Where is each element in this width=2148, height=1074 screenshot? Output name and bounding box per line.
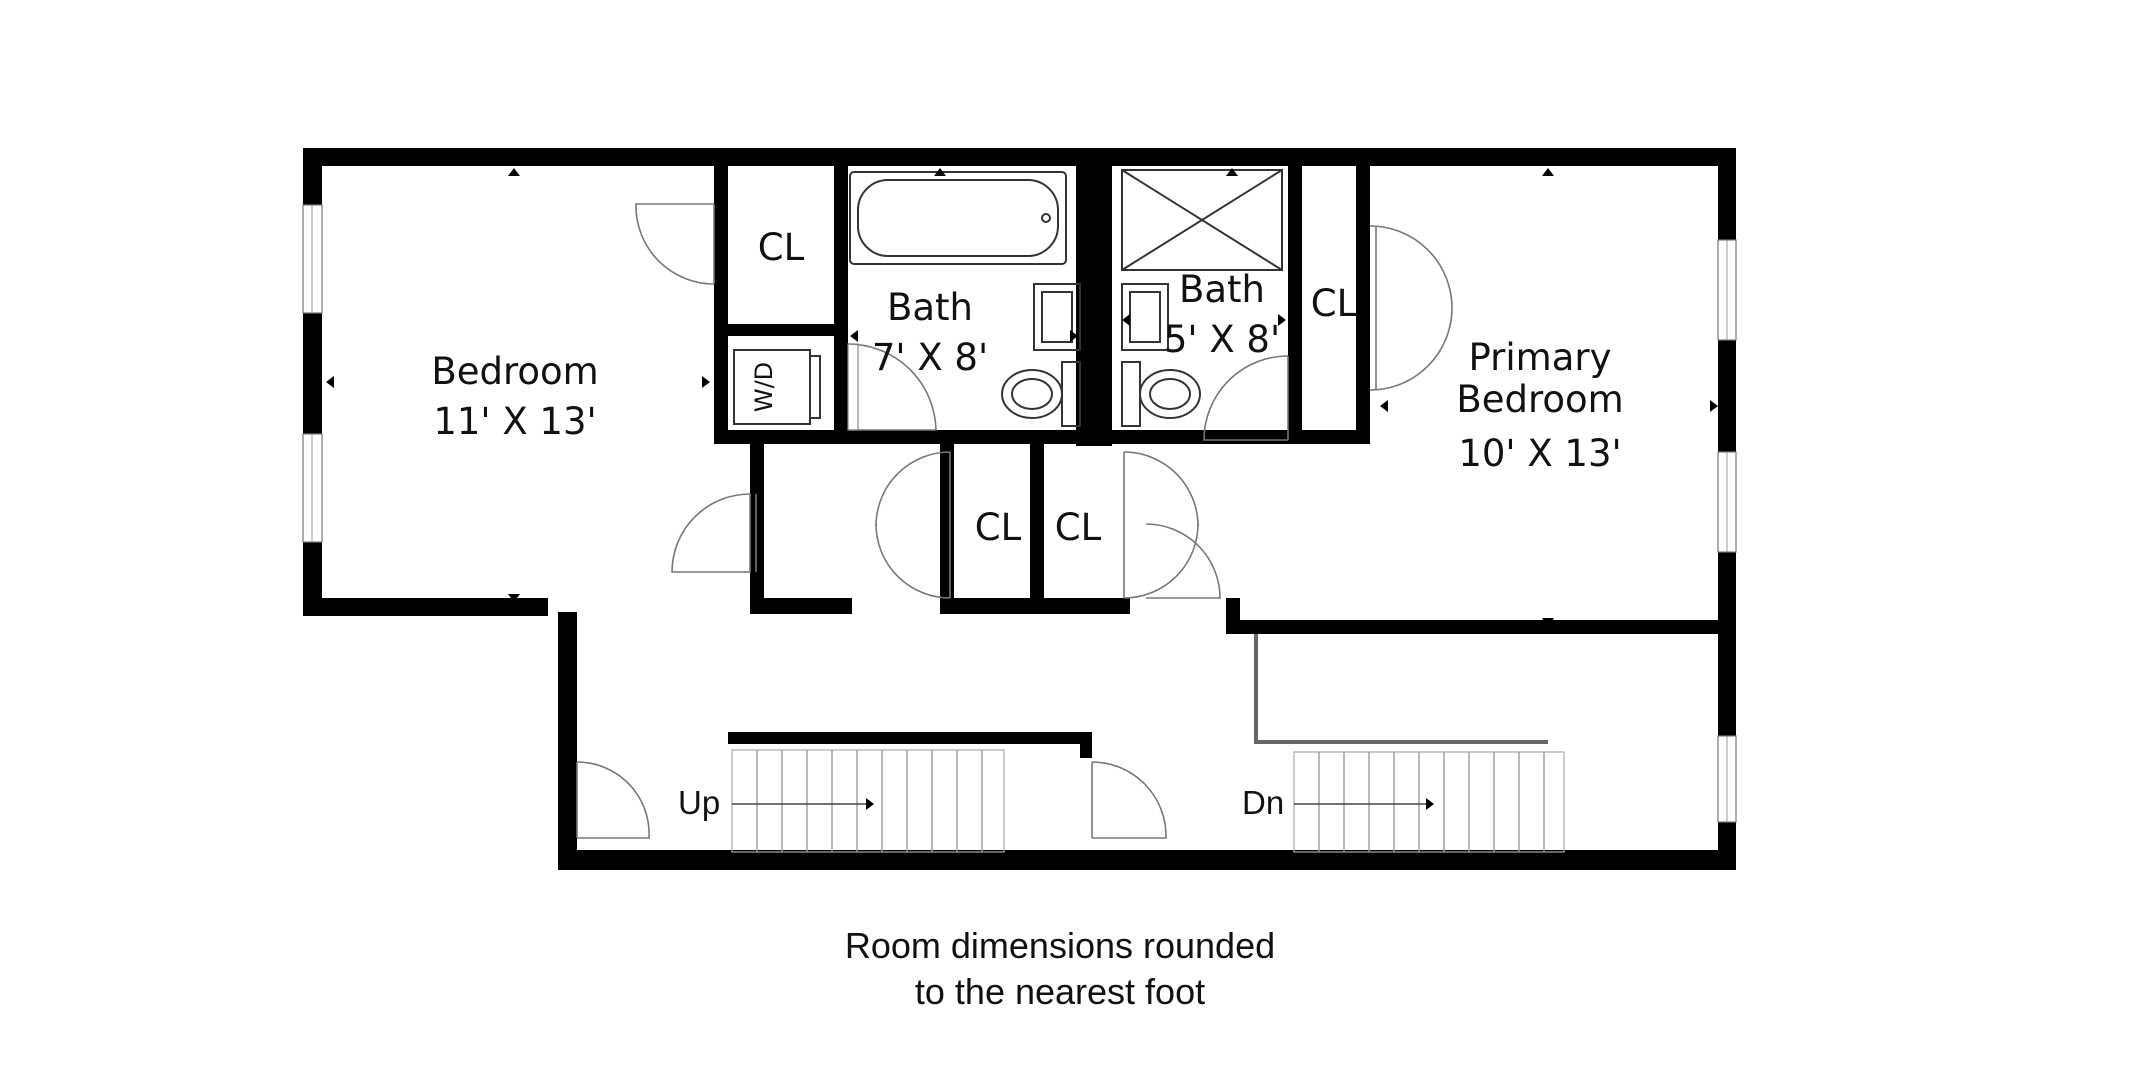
washer-dryer-label: W/D	[750, 362, 778, 412]
closet-label: CL	[1311, 282, 1358, 325]
bedroom-size: 11' X 13'	[433, 400, 596, 443]
interior-walls	[714, 160, 1736, 758]
bath-size: 7' X 8'	[872, 336, 988, 379]
primary-bedroom-size: 10' X 13'	[1458, 432, 1621, 475]
closet-label: CL	[1055, 506, 1102, 549]
stair-down	[1293, 751, 1565, 853]
stair-down-label: Dn	[1242, 784, 1284, 821]
windows	[302, 204, 1737, 823]
bath-label: Bath	[887, 286, 973, 329]
dimension-note: to the nearest foot	[915, 971, 1205, 1012]
bath-size: 5' X 8'	[1164, 318, 1280, 361]
closet-label: CL	[975, 506, 1022, 549]
closet-label: CL	[758, 226, 805, 269]
fixtures	[733, 169, 1283, 427]
stair-up-label: Up	[678, 784, 720, 821]
bedroom-label: Bedroom	[431, 350, 598, 393]
dimension-markers	[326, 168, 1718, 626]
stair-up	[731, 749, 1005, 853]
primary-bedroom-label: Bedroom	[1456, 378, 1623, 421]
doors	[576, 203, 1453, 839]
partition-line	[1254, 634, 1548, 744]
primary-bedroom-label: Primary	[1469, 336, 1612, 379]
bath-label: Bath	[1179, 268, 1265, 311]
dimension-note: Room dimensions rounded	[845, 925, 1275, 966]
